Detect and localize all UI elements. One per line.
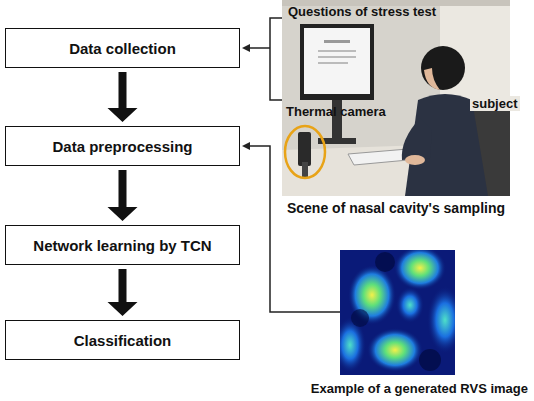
photo-label: Thermal camera <box>286 104 386 119</box>
process-box: Classification <box>5 320 240 360</box>
box-label: Data preprocessing <box>52 138 192 155</box>
box-label: Classification <box>74 332 172 349</box>
photo-label: Questions of stress test <box>288 4 436 19</box>
box-label: Network learning by TCN <box>33 237 211 254</box>
rvs-image <box>340 250 455 375</box>
flow-arrow <box>108 269 138 316</box>
box-label: Data collection <box>69 40 176 57</box>
photo-label: subject <box>470 96 520 111</box>
process-box: Data preprocessing <box>5 126 240 166</box>
process-box: Network learning by TCN <box>5 225 240 265</box>
process-box: Data collection <box>5 28 240 68</box>
leader-arrowhead <box>242 142 250 150</box>
figure-caption: Example of a generated RVS image <box>311 381 528 396</box>
figure-caption: Scene of nasal cavity's sampling <box>287 200 505 216</box>
flow-arrow <box>108 72 138 122</box>
flow-arrow <box>108 170 138 221</box>
leader-arrowhead <box>242 44 250 52</box>
leader-lines <box>248 18 340 312</box>
